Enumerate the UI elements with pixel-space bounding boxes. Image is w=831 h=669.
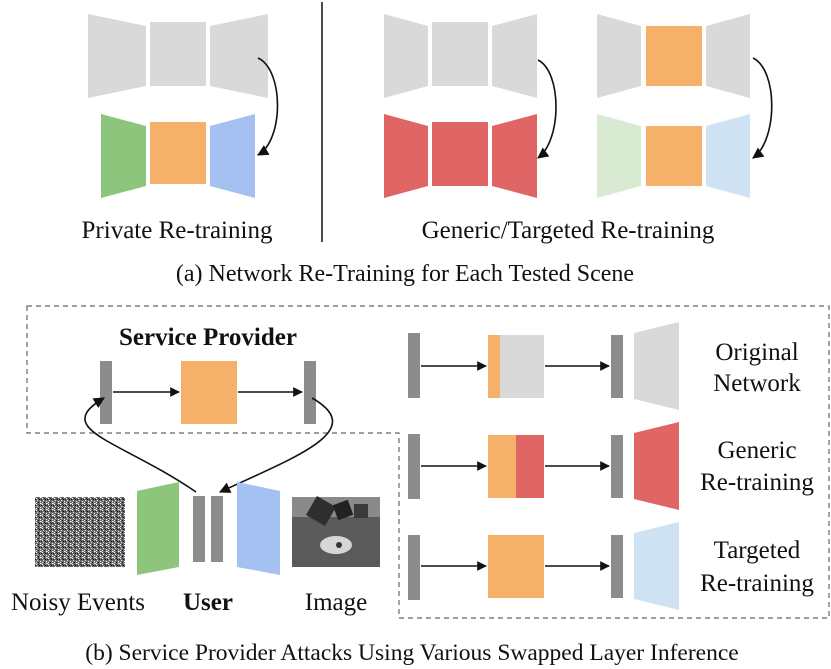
private-arrow: [257, 57, 279, 156]
private-mid-orange: [150, 122, 206, 184]
private-retraining-panel: Private Re-training: [82, 14, 279, 244]
targeted-mid-orange: [646, 126, 702, 186]
row1-input-layer: [408, 333, 420, 398]
row2-input-layer: [408, 434, 420, 499]
generic-encoder-top: [384, 14, 428, 98]
row2-label-line1: Generic: [717, 437, 796, 464]
service-provider-region: [26, 305, 830, 619]
reconstructed-image: [292, 495, 380, 567]
noisy-events-label: Noisy Events: [11, 589, 145, 616]
user-layer-2: [211, 496, 223, 562]
row3-label-line1: Targeted: [714, 537, 801, 564]
row2-label-line2: Re-training: [700, 469, 814, 496]
generic-arrow: [537, 59, 557, 159]
row2-mid-orange: [488, 435, 516, 498]
row3-decoder-lightblue: [634, 522, 679, 610]
generic-encoder-red: [384, 114, 428, 198]
row1-label-line2: Network: [713, 370, 801, 397]
private-encoder-green: [101, 114, 146, 198]
row1-mid-orange: [488, 335, 500, 398]
private-decoder-blue: [210, 114, 255, 198]
user-encoder-green: [137, 482, 179, 575]
user-layer-1: [193, 496, 205, 562]
user-label: User: [183, 589, 233, 616]
user-to-sp-arrow: [84, 397, 197, 493]
targeted-mid-orange-top: [646, 26, 702, 86]
row-generic-retraining: Generic Re-training: [408, 422, 814, 510]
row3-mid-orange: [488, 535, 544, 598]
row1-mid-gray: [500, 335, 544, 398]
generic-mid-top: [432, 22, 488, 86]
row-original-network: Original Network: [408, 322, 801, 410]
generic-decoder-top: [492, 14, 537, 98]
row3-label-line2: Re-training: [700, 570, 814, 597]
noisy-events-image: [35, 497, 125, 567]
targeted-decoder-lightblue: [706, 114, 750, 198]
sp-input-layer: [100, 361, 112, 424]
sp-mid-block: [181, 361, 237, 424]
private-encoder-top: [88, 14, 146, 98]
private-mid-top: [150, 22, 206, 86]
targeted-encoder-top: [597, 14, 641, 98]
private-retraining-label: Private Re-training: [82, 217, 273, 244]
targeted-decoder-top: [706, 14, 750, 98]
row1-decoder-gray: [634, 322, 679, 410]
generic-targeted-label: Generic/Targeted Re-training: [422, 217, 715, 244]
private-decoder-top: [210, 14, 268, 98]
caption-b: (b) Service Provider Attacks Using Vario…: [85, 640, 738, 666]
row3-layer: [611, 535, 623, 598]
sp-output-layer: [304, 361, 316, 424]
user-decoder-blue: [237, 482, 280, 575]
targeted-retraining-panel: [597, 14, 773, 198]
row-targeted-retraining: Targeted Re-training: [408, 522, 814, 610]
row2-layer: [611, 435, 623, 498]
row1-layer: [611, 335, 623, 398]
generic-mid-red: [432, 122, 488, 186]
generic-retraining-panel: [384, 14, 557, 198]
row1-label-line1: Original: [715, 339, 798, 366]
row2-decoder-red: [634, 422, 679, 510]
generic-decoder-red: [492, 114, 537, 198]
caption-a: (a) Network Re-Training for Each Tested …: [176, 261, 634, 287]
user-pipeline: Noisy Events User Image: [11, 482, 380, 616]
sp-to-user-arrow: [218, 397, 334, 493]
row3-input-layer: [408, 535, 420, 600]
targeted-encoder-lightgreen: [597, 114, 641, 198]
service-provider-pipeline: Service Provider: [84, 324, 334, 493]
image-label: Image: [305, 589, 367, 616]
row2-mid-red: [516, 435, 544, 498]
targeted-arrow: [752, 57, 773, 159]
service-provider-label: Service Provider: [119, 324, 297, 351]
